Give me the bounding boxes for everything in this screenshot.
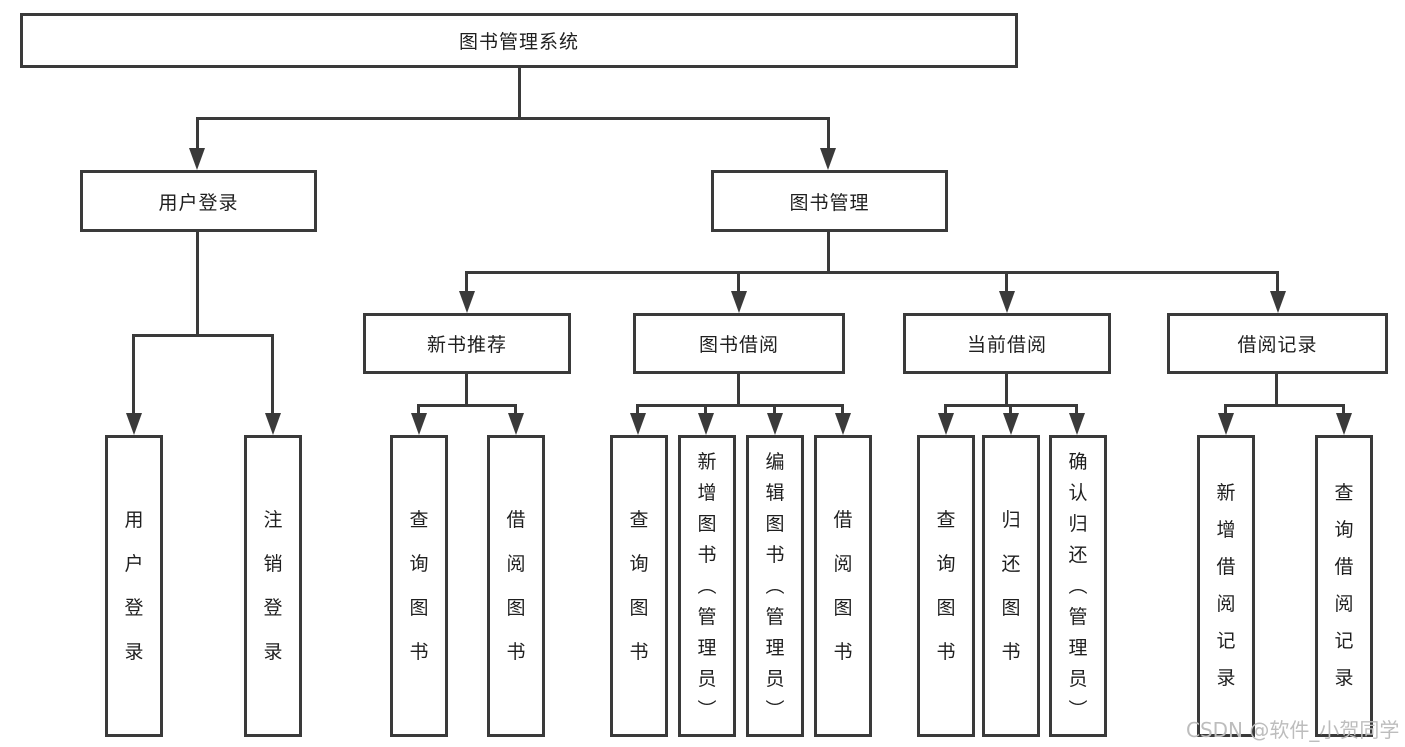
arrow-down-icon [698,413,714,435]
node-library-management-system: 图书管理系统 [20,13,1018,68]
node-book-borrow: 图书借阅 [633,313,845,374]
connector-drop [841,404,844,415]
connector-root-stem [518,68,521,119]
connector-drop [636,404,639,415]
arrow-down-icon [630,413,646,435]
node-borrow-book: 借阅图书 [814,435,872,737]
node-query-book-current: 查询图书 [917,435,975,737]
arrow-down-icon [767,413,783,435]
connector-drop-user-login [196,117,199,150]
connector-drop [704,404,707,415]
arrow-down-icon [411,413,427,435]
node-query-book-recommend: 查询图书 [390,435,448,737]
connector-drop [1224,404,1227,415]
connector-drop [773,404,776,415]
connector-book-management-rail [465,271,1279,274]
connector-book-borrow-stem [737,374,740,407]
arrow-down-icon [835,413,851,435]
connector-drop [1342,404,1345,415]
connector-root-rail [196,117,830,120]
node-current-borrow: 当前借阅 [903,313,1111,374]
node-new-book-recommend: 新书推荐 [363,313,571,374]
node-query-book-borrow: 查询图书 [610,435,668,737]
connector-new-book-stem [465,374,468,407]
connector-new-book-rail [417,404,517,407]
node-add-borrow-record: 新增借阅记录 [1197,435,1255,737]
arrow-down-icon [1003,413,1019,435]
node-query-borrow-record: 查询借阅记录 [1315,435,1373,737]
node-book-management: 图书管理 [711,170,948,232]
connector-drop [514,404,517,415]
node-borrow-records: 借阅记录 [1167,313,1388,374]
csdn-watermark: CSDN @软件_小贺同学 [1186,718,1400,742]
arrow-down-icon [508,413,524,435]
node-edit-book-admin: 编辑图书︵管理员︶ [746,435,804,737]
connector-drop-new-book [465,271,468,293]
arrow-down-icon [938,413,954,435]
connector-drop [417,404,420,415]
arrow-down-icon [126,413,142,435]
connector-drop [1009,404,1012,415]
node-return-book: 归还图书 [982,435,1040,737]
connector-drop-book-management [827,117,830,150]
connector-drop-borrow-records [1276,271,1279,293]
arrow-down-icon [820,148,836,170]
connector-drop [944,404,947,415]
arrow-down-icon [731,291,747,313]
node-user-login-leaf: 用户登录 [105,435,163,737]
connector-drop [1075,404,1078,415]
connector-drop-book-borrow [737,271,740,293]
connector-user-login-rail [132,334,274,337]
connector-drop-logout-leaf [271,334,274,415]
node-borrow-book-recommend: 借阅图书 [487,435,545,737]
arrow-down-icon [1336,413,1352,435]
arrow-down-icon [1218,413,1234,435]
node-logout-leaf: 注销登录 [244,435,302,737]
arrow-down-icon [459,291,475,313]
connector-user-login-stem [196,232,199,336]
connector-borrow-records-stem [1275,374,1278,407]
arrow-down-icon [999,291,1015,313]
arrow-down-icon [265,413,281,435]
connector-drop-current-borrow [1005,271,1008,293]
connector-borrow-records-rail [1224,404,1344,407]
node-add-book-admin: 新增图书︵管理员︶ [678,435,736,737]
node-user-login: 用户登录 [80,170,317,232]
arrow-down-icon [189,148,205,170]
arrow-down-icon [1069,413,1085,435]
node-confirm-return-admin: 确认归还︵管理员︶ [1049,435,1107,737]
connector-book-borrow-rail [636,404,844,407]
connector-current-borrow-stem [1005,374,1008,407]
connector-drop-login-leaf [132,334,135,415]
arrow-down-icon [1270,291,1286,313]
connector-book-management-stem [827,232,830,274]
